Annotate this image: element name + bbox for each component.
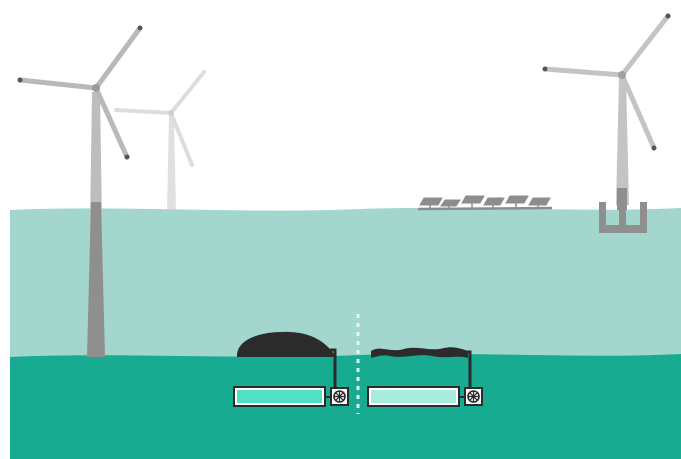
solar-panel xyxy=(440,199,461,207)
turbine-blade xyxy=(169,70,206,115)
turbine-tower xyxy=(167,115,176,211)
storage-level-fill xyxy=(371,390,456,403)
solar-float-line xyxy=(417,206,553,211)
pump-turbine-unit-icon xyxy=(464,387,483,406)
turbine-blade xyxy=(93,25,143,91)
wind-turbine-icon xyxy=(542,13,671,233)
turbine-blade xyxy=(17,77,99,91)
solar-panel-array-icon xyxy=(417,195,553,211)
storage-unit-charged xyxy=(233,331,349,407)
solar-panel xyxy=(461,195,485,204)
foundation-center-pile xyxy=(619,208,626,226)
turbine-blade-tip xyxy=(651,145,657,151)
turbine-blade xyxy=(619,72,657,151)
storage-level-fill xyxy=(237,390,322,403)
turbine-blade xyxy=(93,85,130,160)
turbine-blade xyxy=(114,108,173,115)
turbine-transition-piece xyxy=(617,188,627,210)
turbine-hub xyxy=(618,71,626,79)
turbine-monopile xyxy=(87,202,105,357)
turbine-blade-tip xyxy=(17,77,23,83)
turbine-blade xyxy=(619,13,671,78)
solar-panel xyxy=(505,195,529,204)
flexible-reservoir-icon xyxy=(236,331,336,357)
storage-unit-discharged xyxy=(367,347,483,407)
turbine-hub xyxy=(168,110,174,116)
turbine-blade-tip xyxy=(665,13,671,19)
pump-turbine-unit-icon xyxy=(330,387,349,406)
solar-panel xyxy=(419,197,443,206)
sea-surface-layer xyxy=(10,207,681,360)
turbine-blade-tip xyxy=(542,66,548,72)
flexible-reservoir-icon xyxy=(371,347,468,358)
wind-turbine-icon xyxy=(17,25,143,357)
reservoir-pipe xyxy=(462,350,472,388)
turbine-blade-tip xyxy=(124,154,130,160)
solar-panel xyxy=(483,197,505,206)
suction-bucket-foundation xyxy=(599,202,647,233)
reservoir-pipe xyxy=(322,348,337,388)
wind-turbine-icon xyxy=(114,70,206,211)
turbine-blade xyxy=(169,111,194,167)
turbine-blade xyxy=(542,66,625,78)
turbine-hub xyxy=(92,84,100,92)
solar-panel xyxy=(528,197,551,206)
deep-sea-layer xyxy=(10,353,681,459)
turbine-blade-tip xyxy=(137,25,143,31)
turbine-tower xyxy=(616,78,629,205)
